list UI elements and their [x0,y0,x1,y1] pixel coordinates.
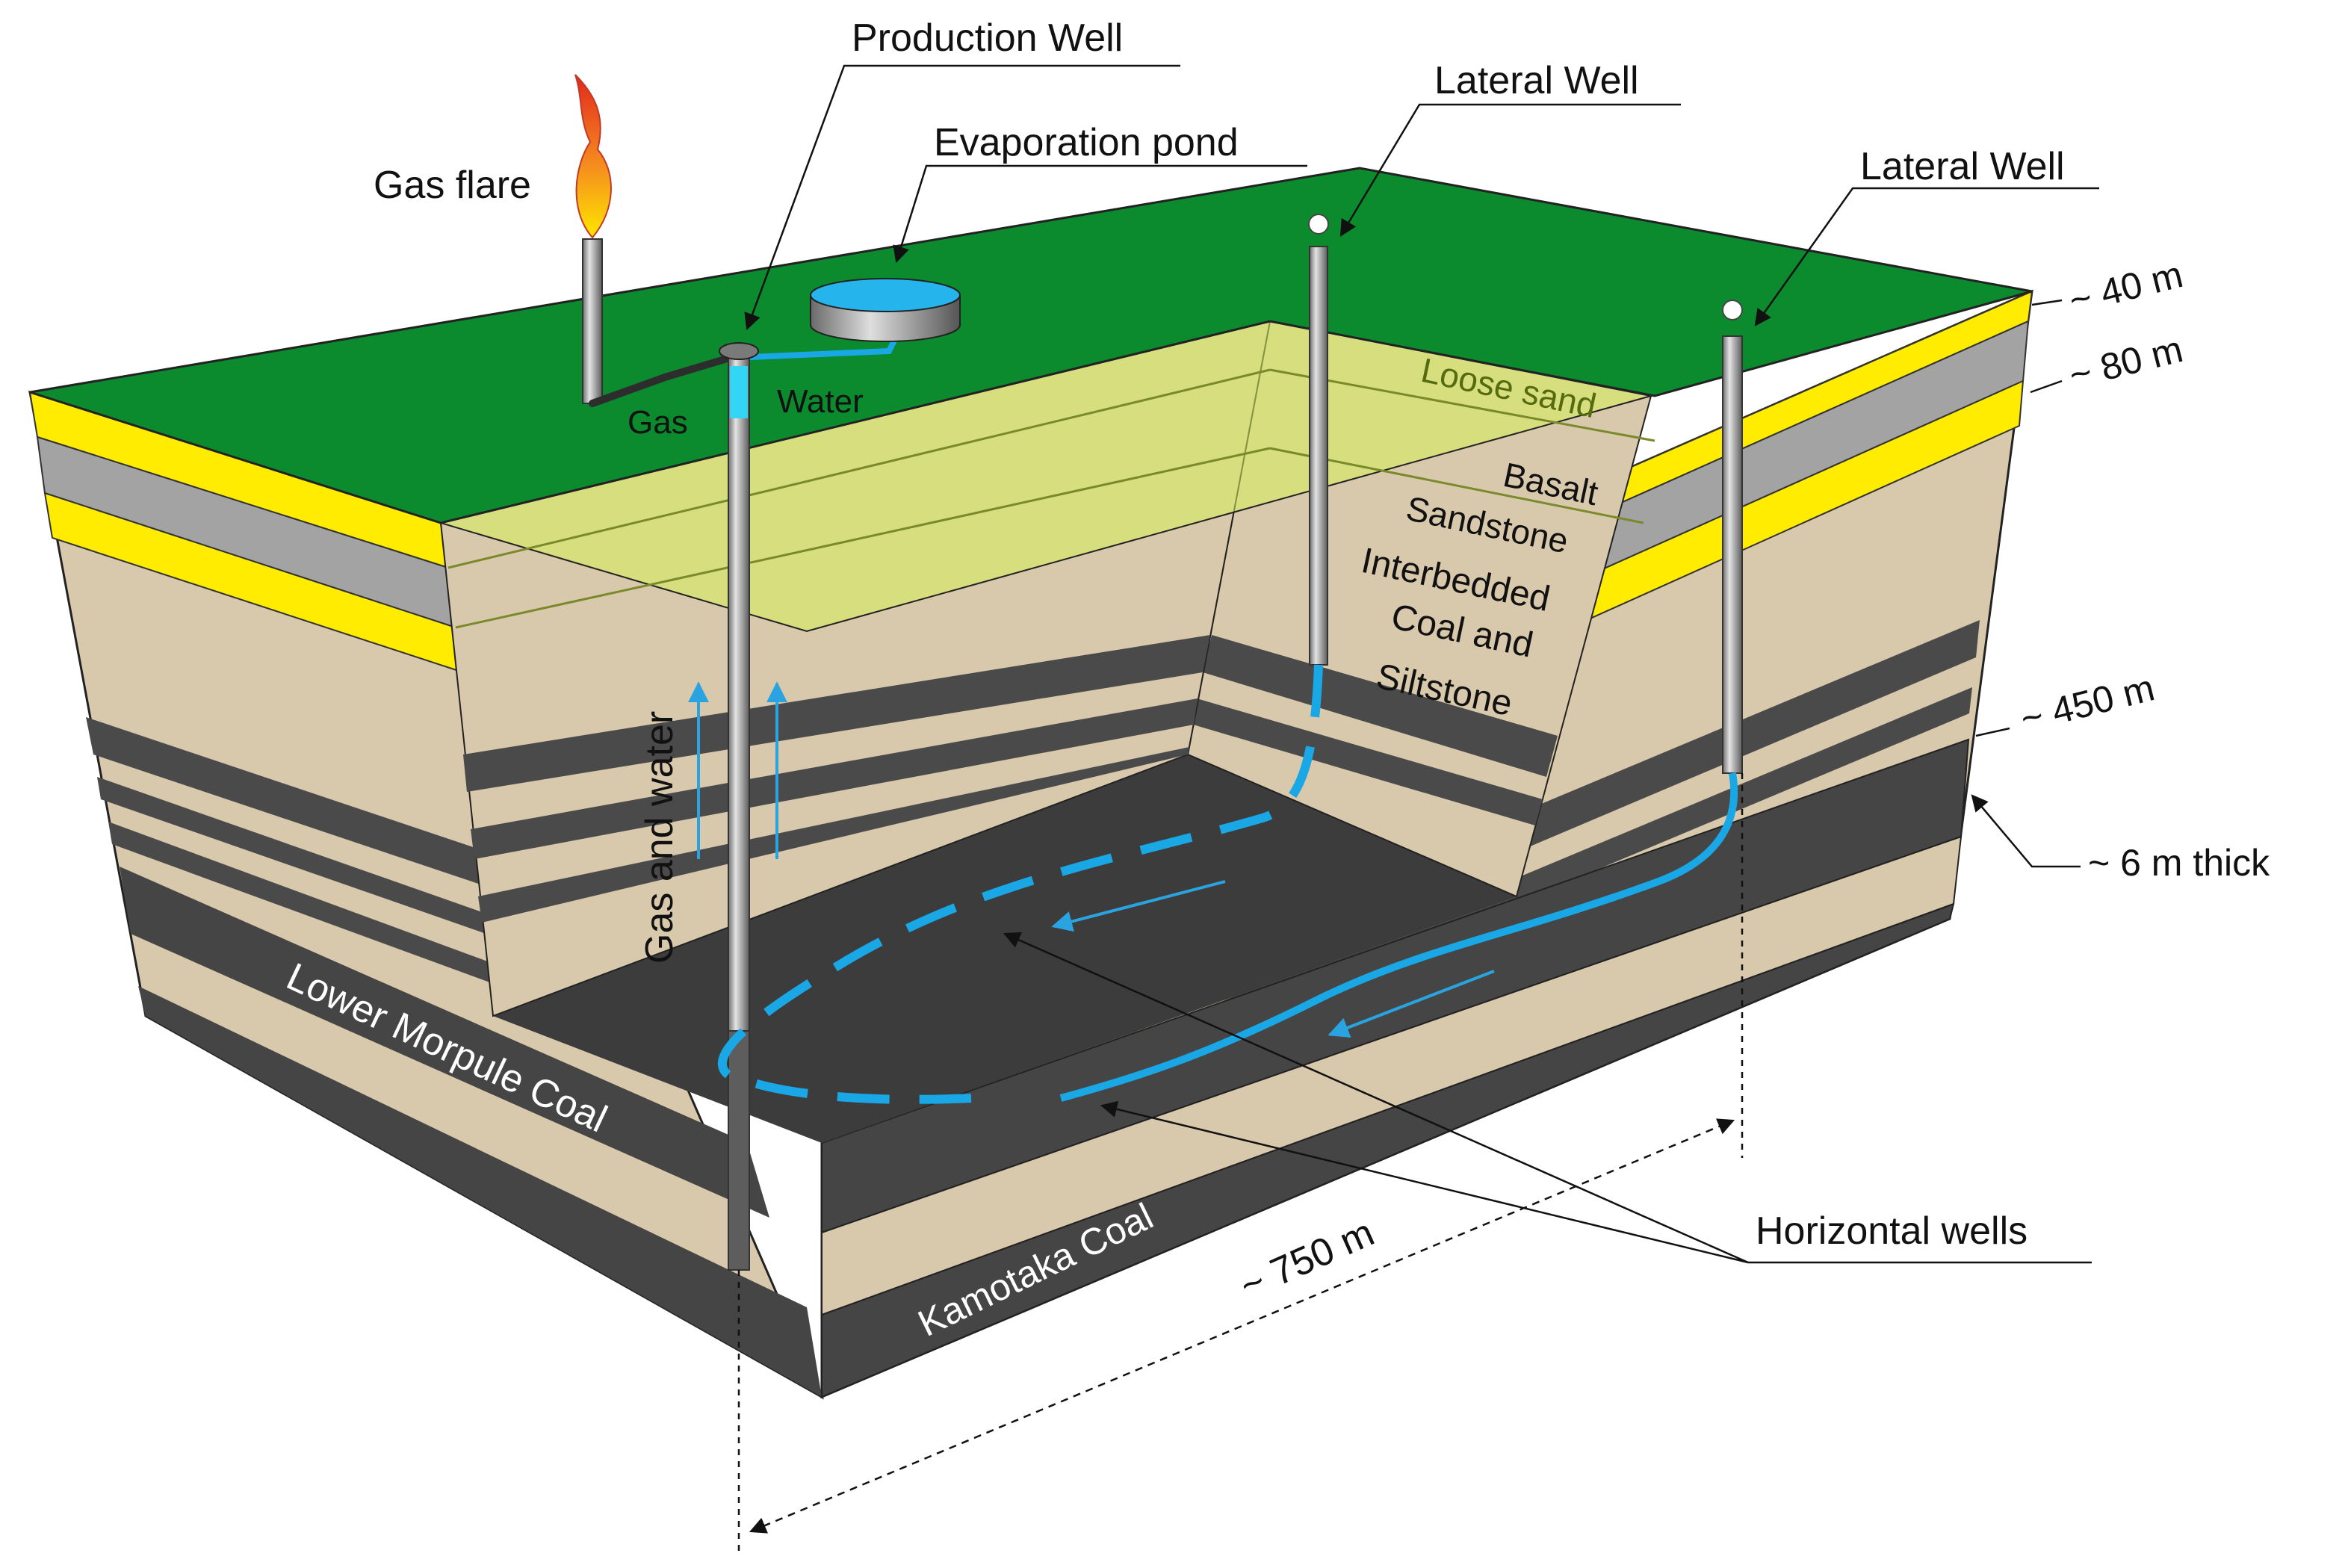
dim-arrow-line [749,1118,1735,1534]
left-coal-lower-morpule [120,867,769,1218]
dim-label-6m-thick: ~ 6 m thick [2088,842,2270,884]
dim-label-80m: ~ 80 m [2065,328,2187,397]
pit-left-wall-coal-2 [471,698,1198,859]
leader-production-well [744,64,1180,331]
label-lateral-well-2: Lateral Well [1860,145,2065,188]
evaporation-pond [810,278,961,342]
label-gas: Gas [628,404,688,441]
label-water: Water [777,383,864,420]
dim-label-450m: ~ 450 m [2016,666,2158,740]
label-evaporation-pond: Evaporation pond [934,121,1239,164]
dim-label-750m: ~ 750 m [1233,1211,1381,1308]
ground-surface [29,167,2033,524]
tick-80m [2030,379,2063,394]
label-gas-flare: Gas flare [374,164,531,207]
cutaway-layer-line-1 [447,368,1271,569]
leader-evaporation-pond [893,164,1307,264]
flow-arrow-2 [1328,970,1495,1038]
flow-arrow-1 [1051,880,1226,932]
label-gas-and-water: Gas and water [638,711,681,964]
horizontal-well-solid [1059,772,1738,1102]
lateral-well-2 [1722,300,1743,774]
lateral-well-1 [1308,214,1329,666]
dimension-750m [737,773,1744,1554]
pit-left-wall-coal-3 [478,747,1189,923]
leader-6m [1971,794,2081,868]
dim-label-40m: ~ 40 m [2065,253,2187,322]
cutaway-layer-line-3 [1269,368,1655,442]
tick-40m [2031,299,2063,306]
gas-pipe [589,353,736,407]
flame-icon [574,74,612,239]
label-horizontal-wells: Horizontal wells [1756,1209,2028,1253]
flare-stack [582,238,603,404]
tick-450m [1975,727,2010,737]
cutaway-layer-line-4 [1269,447,1644,524]
label-production-well: Production Well [852,16,1123,60]
horizontal-well-dashed [718,664,1323,1104]
pit-back-wall-coal-2 [1193,698,1543,825]
pit-left-wall-coal-1 [463,635,1210,792]
label-lateral-well-1: Lateral Well [1434,59,1639,102]
cutaway-layer-line-2 [455,447,1271,629]
leader-lateral-well-1 [1339,103,1681,237]
leader-lateral-well-2 [1754,187,2099,326]
production-well [719,342,759,1271]
pit-back-wall-coal-1 [1203,635,1558,777]
left-coal-kamotaka [138,986,822,1397]
